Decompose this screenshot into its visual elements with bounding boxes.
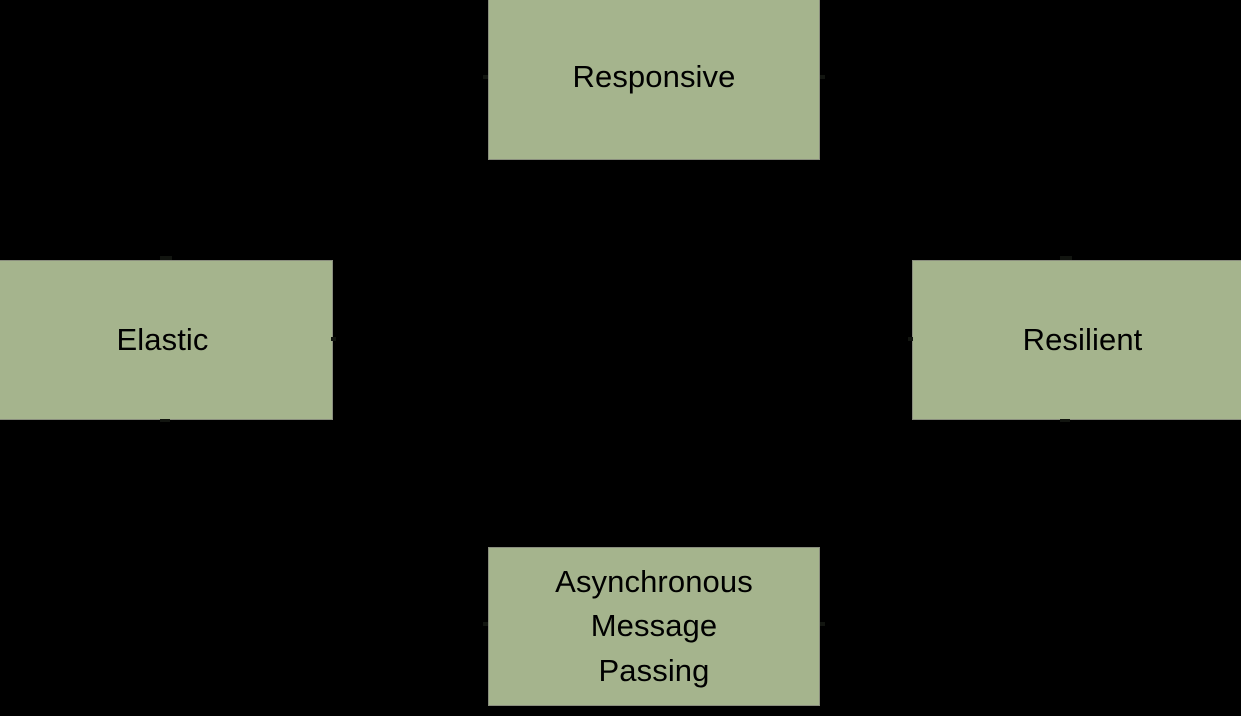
connector-stub-resilient-left xyxy=(908,337,913,341)
connector-stub-resilient-bottom xyxy=(1060,419,1070,422)
connector-stub-responsive-right xyxy=(820,75,825,79)
connector-stub-elastic-right xyxy=(331,337,336,341)
connector-stub-async-right xyxy=(820,622,825,626)
node-elastic-label: Elastic xyxy=(116,321,209,357)
connector-stub-resilient-top xyxy=(1060,256,1072,260)
connector-stub-responsive-left xyxy=(483,75,488,79)
node-resilient[interactable]: Resilient xyxy=(912,260,1241,420)
node-asynchronous-message-passing-label: Asynchronous Message Passing xyxy=(555,563,753,688)
node-resilient-label: Resilient xyxy=(1022,321,1143,357)
connector-stub-elastic-top xyxy=(160,256,172,260)
node-asynchronous-message-passing[interactable]: Asynchronous Message Passing xyxy=(488,547,820,706)
node-responsive[interactable]: Responsive xyxy=(488,0,820,160)
connector-stub-async-left xyxy=(483,622,488,626)
connector-stub-elastic-bottom xyxy=(160,419,170,422)
node-elastic[interactable]: Elastic xyxy=(0,260,333,420)
node-responsive-label: Responsive xyxy=(572,58,736,94)
